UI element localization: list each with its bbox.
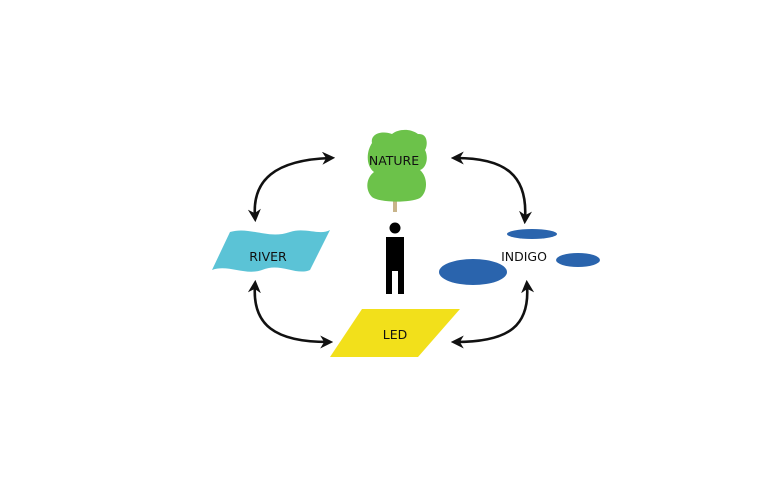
- arrow-river-led: [247, 279, 334, 349]
- led-shape: [330, 309, 460, 357]
- indigo-pool-left: [439, 259, 507, 285]
- indigo-pool-top: [507, 229, 557, 239]
- river-node: RIVER: [212, 230, 330, 272]
- person-icon: [386, 222, 404, 294]
- arrow-nature-river: [247, 151, 336, 223]
- indigo-label: INDIGO: [501, 249, 547, 264]
- arrow-indigo-led: [450, 279, 535, 349]
- led-node: LED: [330, 309, 460, 357]
- tree-trunk: [393, 198, 397, 212]
- nature-node: NATURE: [367, 129, 427, 212]
- arrow-nature-indigo: [450, 151, 533, 225]
- river-shape: [212, 230, 330, 272]
- nature-label: NATURE: [369, 153, 419, 168]
- tree-canopy-icon: [367, 129, 427, 202]
- led-label: LED: [383, 327, 408, 342]
- river-label: RIVER: [249, 249, 287, 264]
- indigo-pool-right: [556, 253, 600, 267]
- indigo-node: INDIGO: [439, 229, 600, 285]
